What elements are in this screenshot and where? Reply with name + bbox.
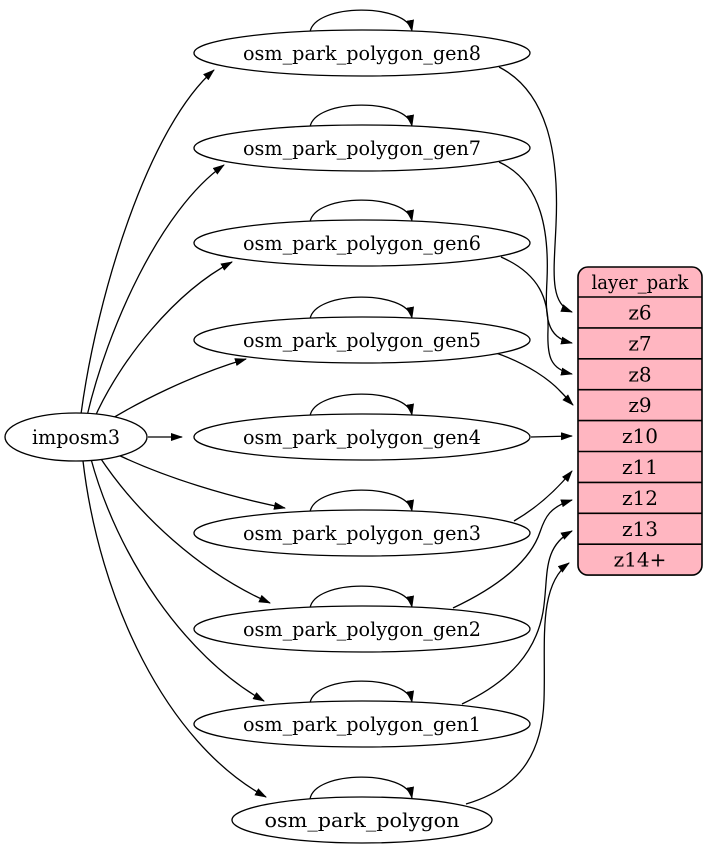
self-loop-osm_park_polygon_gen8 [309, 9, 414, 33]
node-ellipse-osm_park_polygon_gen3 [193, 509, 531, 557]
node-label-osm_park_polygon_gen8: osm_park_polygon_gen8 [243, 41, 481, 65]
node-ellipse-osm_park_polygon [231, 796, 493, 844]
edge-imposm3-to-osm_park_polygon_gen8 [80, 69, 215, 415]
self-loop-osm_park_polygon_gen6 [309, 199, 414, 223]
node-osm_park_polygon_gen6: osm_park_polygon_gen6 [193, 219, 531, 267]
layer-row-label-z14+: z14+ [614, 548, 667, 572]
edges-layer [80, 9, 574, 805]
edge-osm_park_polygon_gen6-to-layer_park-z8 [500, 256, 573, 376]
edge-imposm3-to-osm_park_polygon_gen6 [93, 261, 233, 420]
self-loop-osm_park_polygon_gen2 [309, 585, 414, 609]
node-osm_park_polygon_gen3: osm_park_polygon_gen3 [193, 509, 531, 557]
edge-osm_park_polygon_gen4-to-layer_park-z10 [530, 432, 573, 441]
node-ellipse-osm_park_polygon_gen2 [193, 605, 531, 653]
edge-imposm3-to-osm_park_polygon_gen7 [86, 164, 225, 417]
node-osm_park_polygon_gen7: osm_park_polygon_gen7 [193, 124, 531, 172]
node-label-osm_park_polygon: osm_park_polygon [265, 808, 460, 832]
node-osm_park_polygon: osm_park_polygon [231, 796, 493, 844]
edge-osm_park_polygon_gen5-to-layer_park-z9 [495, 352, 574, 406]
edge-imposm3-to-osm_park_polygon [82, 460, 267, 798]
node-osm_park_polygon_gen1: osm_park_polygon_gen1 [193, 700, 531, 748]
edge-imposm3-to-osm_park_polygon_gen1 [90, 458, 265, 702]
nodes-layer: imposm3 osm_park_polygon_gen8 osm_park_pol… [4, 29, 531, 844]
node-label-osm_park_polygon_gen6: osm_park_polygon_gen6 [243, 231, 481, 255]
node-label-osm_park_polygon_gen2: osm_park_polygon_gen2 [243, 617, 481, 641]
node-label-osm_park_polygon_gen7: osm_park_polygon_gen7 [243, 136, 481, 160]
node-ellipse-osm_park_polygon_gen4 [193, 413, 531, 461]
node-label-osm_park_polygon_gen3: osm_park_polygon_gen3 [243, 521, 481, 545]
edge-imposm3-to-osm_park_polygon_gen3 [111, 451, 286, 510]
layer-row-label-z8: z8 [628, 362, 651, 386]
edge-imposm3-to-osm_park_polygon_gen2 [98, 455, 271, 604]
layer-row-label-z6: z6 [628, 300, 651, 324]
edge-osm_park_polygon_gen7-to-layer_park-z7 [498, 161, 573, 345]
node-ellipse-osm_park_polygon_gen1 [193, 700, 531, 748]
layer-row-label-z7: z7 [628, 331, 651, 355]
self-loop-osm_park_polygon_gen5 [309, 296, 414, 320]
node-label-osm_park_polygon_gen5: osm_park_polygon_gen5 [243, 328, 481, 352]
edge-osm_park_polygon_gen8-to-layer_park-z6 [498, 66, 573, 313]
node-osm_park_polygon_gen5: osm_park_polygon_gen5 [193, 316, 531, 364]
node-ellipse-osm_park_polygon_gen6 [193, 219, 531, 267]
edge-osm_park_polygon-to-layer_park-z14+ [465, 562, 570, 805]
node-osm_park_polygon_gen4: osm_park_polygon_gen4 [193, 413, 531, 461]
self-loop-osm_park_polygon_gen1 [309, 680, 414, 704]
node-ellipse-imposm3 [4, 412, 148, 462]
node-label-osm_park_polygon_gen4: osm_park_polygon_gen4 [243, 425, 481, 449]
self-loop-osm_park_polygon_gen4 [309, 393, 414, 417]
self-loop-osm_park_polygon_gen3 [309, 489, 414, 513]
layer-table: layer_park z6 z7 z8 z9 z10 z11 z12 z13 z14+ [577, 266, 703, 576]
layer-row-label-z13: z13 [622, 517, 658, 541]
layer-table-title: layer_park [592, 270, 690, 294]
edge-imposm3-to-osm_park_polygon_gen5 [102, 358, 247, 425]
layer-row-label-z12: z12 [622, 486, 658, 510]
node-ellipse-osm_park_polygon_gen8 [193, 29, 531, 77]
self-loop-osm_park_polygon_gen7 [309, 104, 414, 128]
edge-osm_park_polygon_gen2-to-layer_park-z12 [452, 499, 573, 609]
node-osm_park_polygon_gen2: osm_park_polygon_gen2 [193, 605, 531, 653]
node-imposm3: imposm3 [4, 412, 148, 462]
node-label-osm_park_polygon_gen1: osm_park_polygon_gen1 [243, 712, 481, 736]
node-label-imposm3: imposm3 [32, 425, 120, 449]
node-osm_park_polygon_gen8: osm_park_polygon_gen8 [193, 29, 531, 77]
edge-osm_park_polygon_gen3-to-layer_park-z11 [513, 470, 573, 522]
layer-row-label-z9: z9 [628, 393, 651, 417]
node-ellipse-osm_park_polygon_gen7 [193, 124, 531, 172]
self-loop-osm_park_polygon [309, 776, 414, 800]
layer-row-label-z11: z11 [622, 455, 658, 479]
layer-row-label-z10: z10 [622, 424, 658, 448]
edge-osm_park_polygon_gen1-to-layer_park-z13 [461, 530, 573, 705]
node-ellipse-osm_park_polygon_gen5 [193, 316, 531, 364]
